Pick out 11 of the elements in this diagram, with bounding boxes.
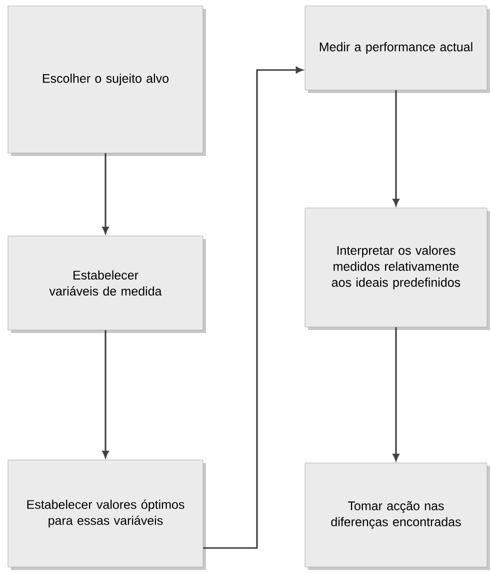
arrow [102, 153, 109, 234]
process-box: Estabelecer valores óptimos para essas variáveis [8, 460, 206, 570]
arrow [203, 66, 303, 549]
process-box: Tomar acção nas diferenças encontradas [304, 462, 490, 570]
arrow [392, 90, 400, 206]
process-box: Escolher o sujeito alvo [8, 6, 206, 156]
process-box: Estabelecer variáveis de medida [8, 236, 206, 333]
arrow [392, 327, 400, 461]
process-box: Interpretar os valores medidos relativamente aos ideais predefinidos [304, 208, 490, 330]
arrow [102, 330, 109, 458]
process-box: Medir a performance actual [304, 6, 490, 93]
